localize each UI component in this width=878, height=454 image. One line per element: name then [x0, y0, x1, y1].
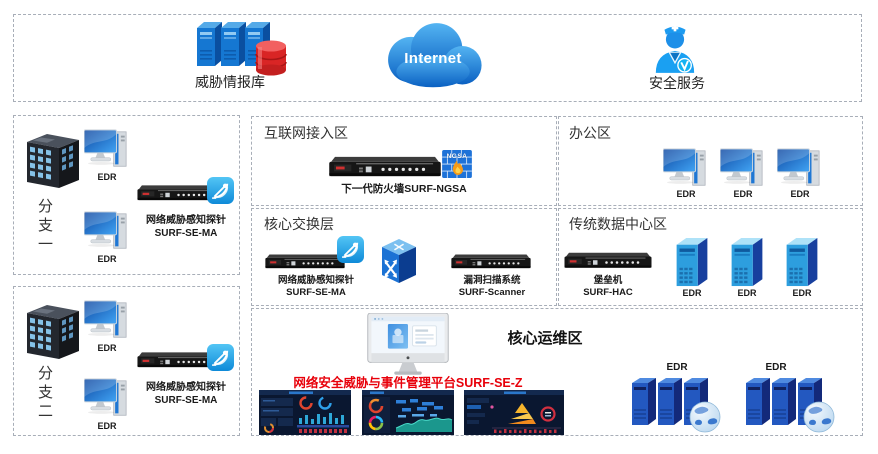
edr-group-label: EDR	[765, 362, 787, 373]
edr-label: EDR	[790, 189, 810, 199]
edr-desktop-icon	[777, 147, 823, 191]
edr-label: EDR	[97, 421, 117, 431]
probe-label: 网络威胁感知探针 SURF-SE-MA	[130, 215, 242, 240]
threat-intel-label: 威胁情报库	[195, 74, 265, 90]
zone-core-ops: 核心运维区 网络安全威胁与事件管理平台SURF-SE-Z	[251, 308, 863, 436]
tower-server-icon	[782, 237, 822, 287]
bastion-appliance-icon	[563, 249, 653, 273]
edr-label: EDR	[792, 288, 812, 298]
firewall-label: 下一代防火墙SURF-NGSA	[341, 183, 467, 195]
edr-server-group-icon	[744, 375, 836, 433]
zone-title: 办公区	[569, 125, 611, 141]
scanner-label-line1: 漏洞扫描系统	[463, 275, 521, 286]
zone-title: 核心运维区	[507, 330, 583, 347]
zone-title: 传统数据中心区	[569, 216, 667, 232]
scanner-label-line2: SURF-Scanner	[458, 287, 526, 298]
edr-label: EDR	[97, 172, 117, 182]
edr-group-label: EDR	[666, 362, 688, 373]
bastion-label-line1: 堡垒机	[593, 275, 623, 286]
zone-branch2: EDR EDR 网络威胁感知探针 SURF-SE-MA 分支二	[13, 286, 240, 436]
threat-intel-servers-icon	[195, 20, 290, 80]
zone-core-switch: 核心交换层 网络威胁感知探针 SURF-SE-MA 漏洞扫描系统 SURF-Sc…	[251, 208, 557, 306]
probe-label-line2: SURF-SE-MA	[154, 227, 218, 239]
probe-label-line1: 网络威胁感知探针	[146, 215, 226, 226]
zone-datacenter: 传统数据中心区 堡垒机 SURF-HAC EDR EDR EDR	[558, 208, 863, 306]
edr-label: EDR	[97, 343, 117, 353]
edr-label: EDR	[737, 288, 757, 298]
security-service-label: 安全服务	[649, 75, 705, 91]
edr-label: EDR	[97, 254, 117, 264]
edr-label: EDR	[682, 288, 702, 298]
edr-desktop-icon	[84, 128, 130, 172]
dashboard-screenshot-2	[362, 390, 454, 435]
edr-label: EDR	[733, 189, 753, 199]
edr-desktop-icon	[84, 299, 130, 343]
firewall-appliance-icon	[326, 155, 444, 180]
dashboard-screenshot-1	[259, 390, 351, 435]
probe-label-line2: SURF-SE-MA	[154, 394, 218, 406]
tower-server-icon	[672, 237, 712, 287]
probe-label: 网络威胁感知探针 SURF-SE-MA	[254, 275, 378, 299]
zone-title: 核心交换层	[264, 216, 334, 232]
bastion-label: 堡垒机 SURF-HAC	[563, 275, 653, 299]
probe-label-line2: SURF-SE-MA	[286, 287, 346, 298]
radar-app-icon	[337, 236, 364, 263]
zone-branch1: EDR EDR 网络威胁感知探针 SURF-SE-MA 分支一	[13, 115, 240, 275]
ngsa-badge: NGSA	[446, 153, 468, 160]
probe-label-line1: 网络威胁感知探针	[146, 382, 226, 393]
zone-title: 互联网接入区	[264, 125, 348, 141]
bastion-label-line2: SURF-HAC	[583, 287, 633, 298]
management-platform-monitor-icon	[362, 313, 454, 377]
radar-app-icon	[207, 344, 234, 371]
building-icon	[21, 303, 85, 361]
tower-server-icon	[727, 237, 767, 287]
edr-desktop-icon	[720, 147, 766, 191]
zone-office: 办公区 EDR EDR EDR	[558, 116, 863, 206]
branch-name: 分支一	[36, 198, 53, 255]
internet-label: Internet	[404, 50, 462, 67]
edr-label: EDR	[676, 189, 696, 199]
edr-server-group-icon	[630, 375, 722, 433]
scanner-appliance-icon	[450, 251, 532, 273]
zone-internet-access: 互联网接入区 NGSA 下一代防火墙SURF-NGSA	[251, 116, 557, 206]
security-service-icon	[652, 21, 698, 75]
edr-desktop-icon	[84, 210, 130, 254]
scanner-label: 漏洞扫描系统 SURF-Scanner	[436, 275, 548, 299]
edr-desktop-icon	[663, 147, 709, 191]
building-icon	[21, 132, 85, 190]
radar-app-icon	[207, 177, 234, 204]
probe-label-line1: 网络威胁感知探针	[277, 275, 354, 286]
switch-cube-icon	[374, 235, 424, 287]
platform-label: 网络安全威胁与事件管理平台SURF-SE-Z	[293, 376, 523, 390]
dashboard-screenshot-3	[464, 390, 564, 435]
branch-name: 分支二	[36, 365, 53, 422]
probe-label: 网络威胁感知探针 SURF-SE-MA	[130, 382, 242, 407]
probe-appliance-icon	[264, 251, 346, 273]
edr-desktop-icon	[84, 377, 130, 421]
